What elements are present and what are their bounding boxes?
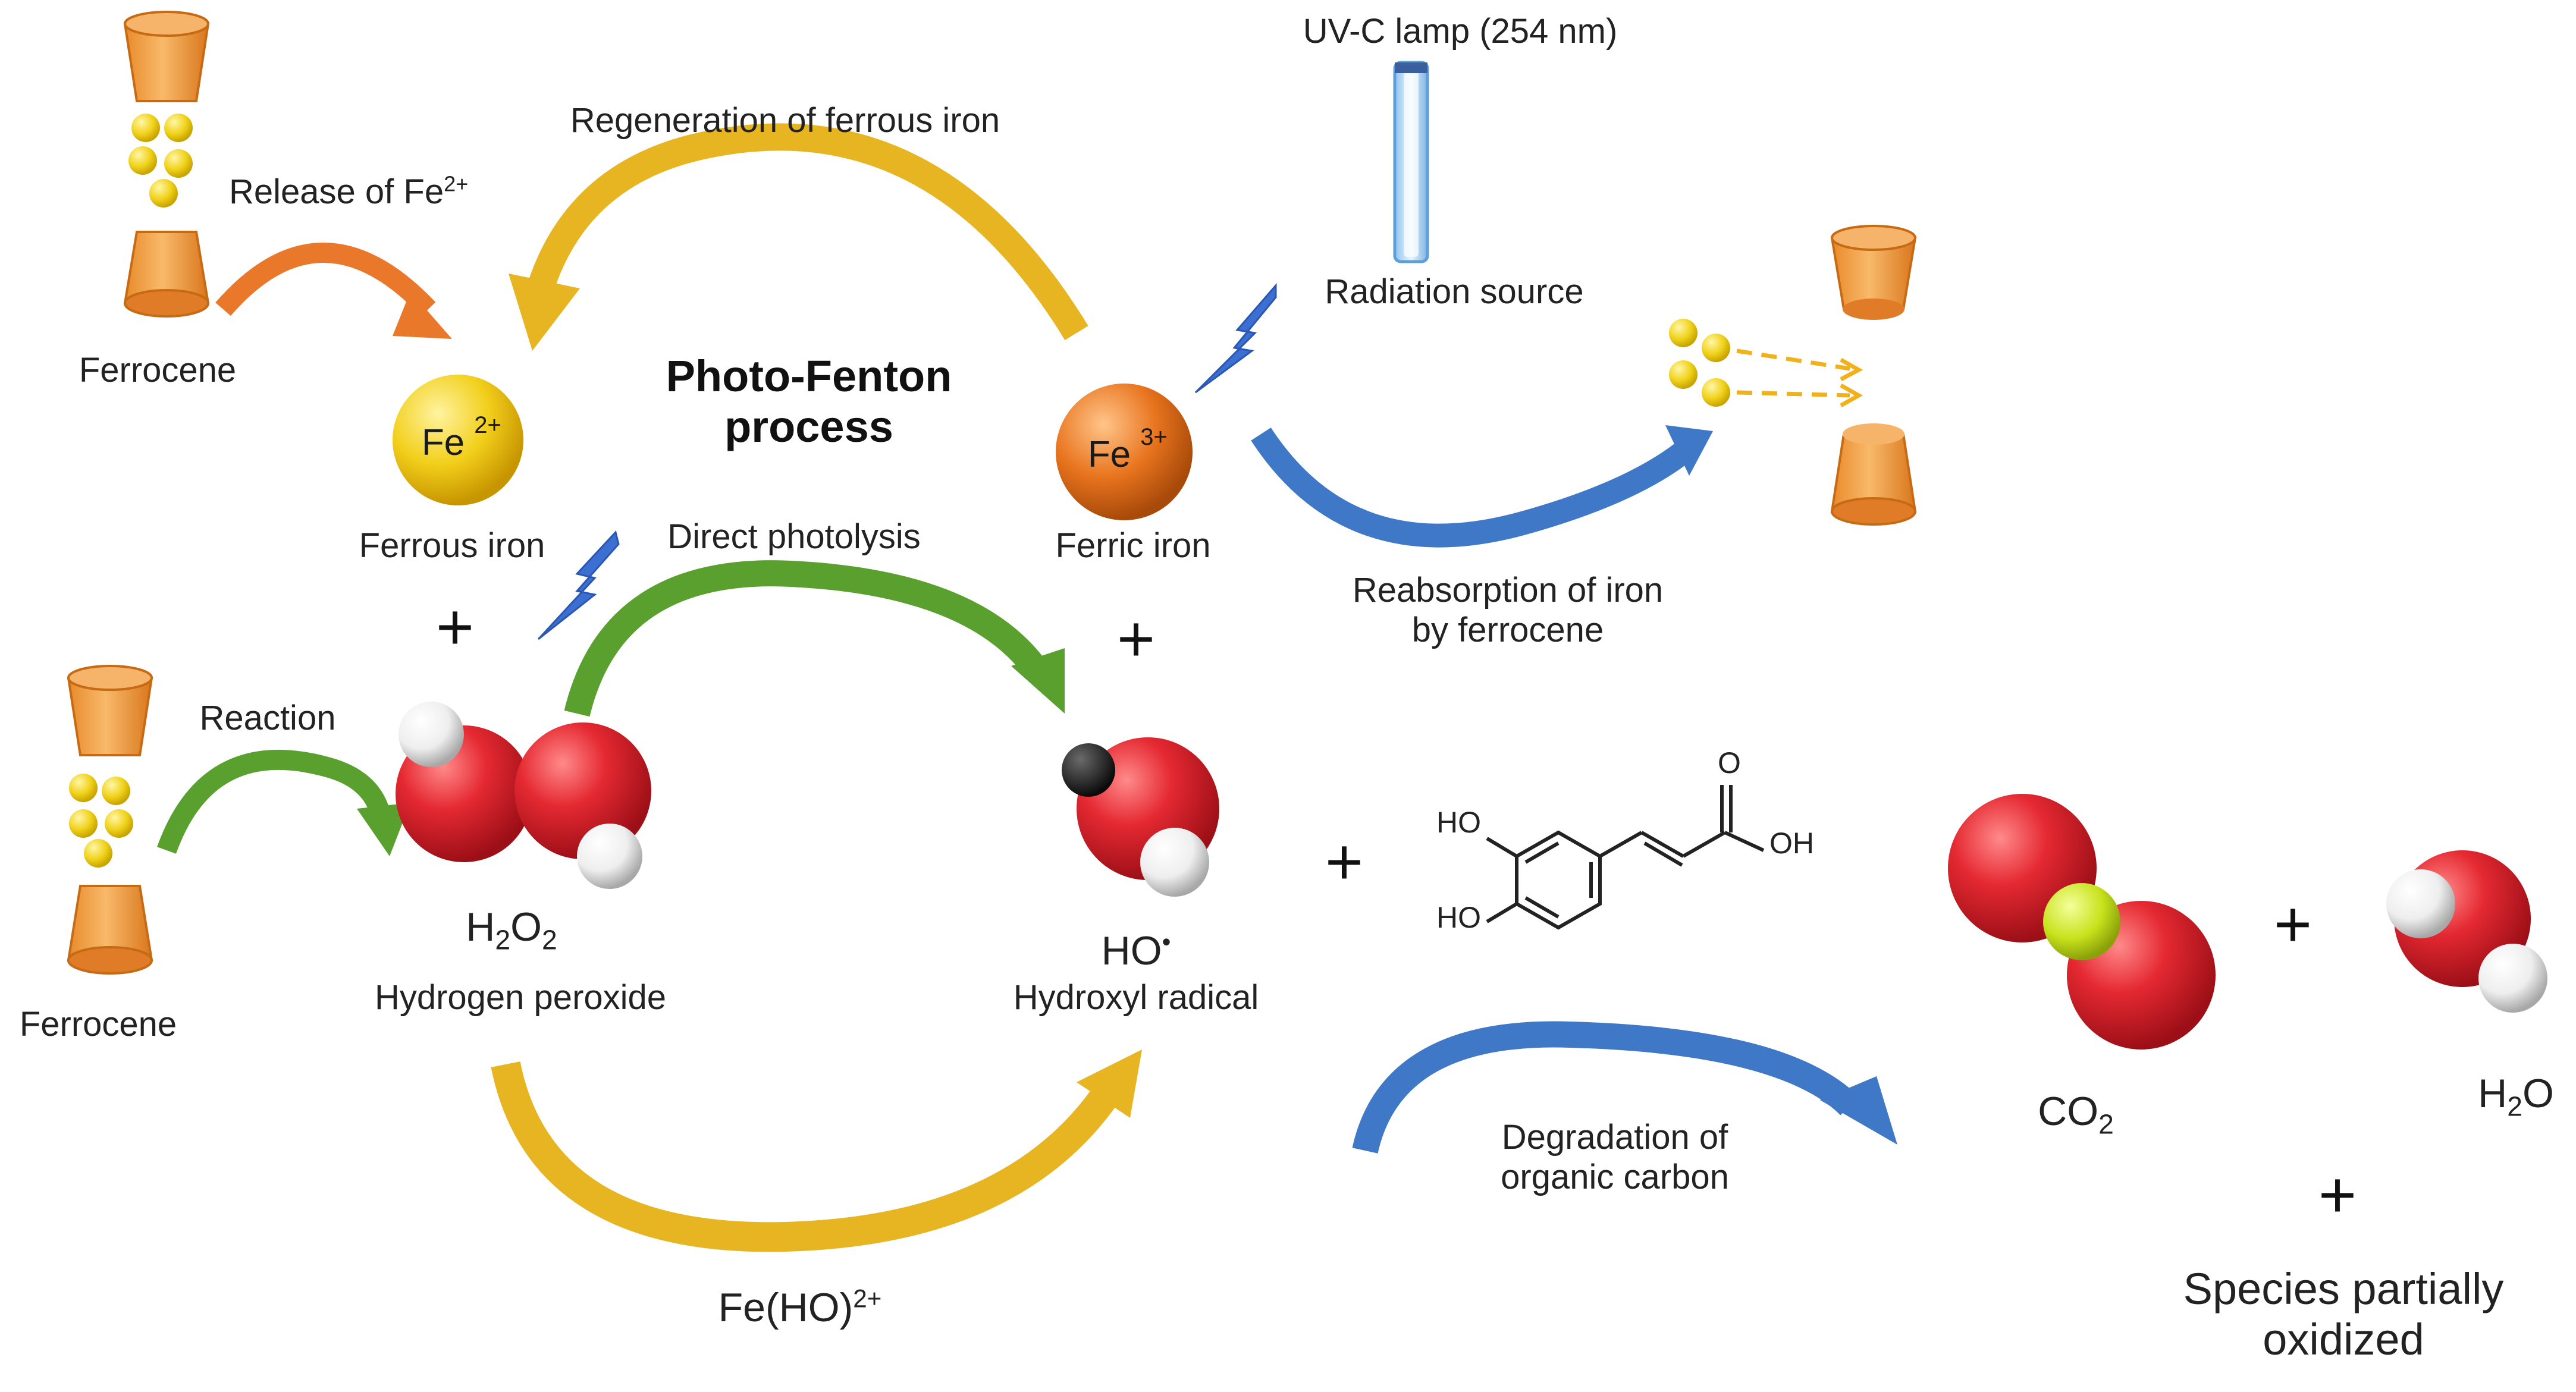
- h2o-h: H: [2478, 1071, 2508, 1116]
- plus-sign-co2: +: [2273, 888, 2313, 961]
- ferric-iron-label: Ferric iron: [1055, 526, 1211, 565]
- fe2-sphere: Fe 2+: [393, 375, 523, 505]
- reaction-label: Reaction: [199, 699, 336, 737]
- lightning-icon-ferric: [1194, 282, 1277, 394]
- degradation-arrow: [1352, 1021, 1897, 1154]
- plus-sign-species: +: [2318, 1158, 2357, 1231]
- radiation-source-label: Radiation source: [1325, 272, 1584, 311]
- uv-lamp-label: UV-C lamp (254 nm): [1303, 12, 1618, 51]
- h2o2-molecule: [396, 702, 651, 889]
- species-line1: Species partially: [2183, 1264, 2504, 1314]
- photolysis-arrow: [564, 560, 1065, 717]
- process-title-line1: Photo-Fenton: [666, 351, 952, 401]
- plus-sign-fe2: +: [435, 590, 475, 664]
- ferrocene-bottom-left: [67, 665, 153, 975]
- fe3-charge: 3+: [1140, 424, 1168, 450]
- caffeic-acid-structure: [1486, 785, 1765, 930]
- release-label-text: Release of Fe: [229, 172, 444, 211]
- hydroxyl-radical-molecule: [1062, 737, 1219, 897]
- hydroxyl-radical-label: Hydroxyl radical: [1013, 978, 1259, 1017]
- reabsorption-line1: Reabsorption of iron: [1352, 571, 1664, 609]
- lightning-icon-photolysis: [537, 530, 620, 640]
- ho-radical-formula: HO•: [1102, 928, 1171, 974]
- fe3-sphere: Fe 3+: [1056, 384, 1193, 520]
- molecule-ho-bottom: HO: [1436, 901, 1481, 934]
- h2o-sub: 2: [2507, 1091, 2522, 1122]
- ho-radical-dot: •: [1162, 928, 1171, 956]
- molecule-ho-top: HO: [1436, 806, 1481, 839]
- reabsorption-label: Reabsorption of iron by ferrocene: [1300, 571, 1716, 650]
- molecule-o: O: [1718, 746, 1741, 780]
- regeneration-arrow: [509, 123, 1088, 351]
- h2o2-sub2: 2: [542, 924, 557, 956]
- co2-molecule: [1948, 794, 2216, 1050]
- feho-charge: 2+: [853, 1284, 882, 1313]
- ferrocene-top-label: Ferrocene: [79, 351, 237, 389]
- degradation-label: Degradation of organic carbon: [1436, 1118, 1793, 1197]
- fe2-label: Fe: [422, 422, 465, 463]
- release-label-charge: 2+: [444, 171, 469, 196]
- co2-sub: 2: [2098, 1108, 2114, 1140]
- release-label: Release of Fe2+: [229, 172, 468, 212]
- reabsorption-line2: by ferrocene: [1411, 610, 1604, 649]
- process-title-line2: process: [724, 402, 893, 452]
- degradation-line2: organic carbon: [1501, 1157, 1729, 1196]
- degradation-line1: Degradation of: [1501, 1118, 1728, 1157]
- fe3-label: Fe: [1088, 434, 1131, 475]
- co2-base: CO: [2038, 1089, 2099, 1134]
- release-arrow: [215, 243, 452, 339]
- ferrocene-right: [1669, 225, 1917, 526]
- plus-sign-radical: +: [1325, 825, 1364, 898]
- uv-lamp-icon: [1393, 61, 1429, 263]
- h2o-molecule: [2386, 850, 2547, 1013]
- co2-formula: CO2: [2038, 1088, 2114, 1138]
- feho-arrow: [491, 1050, 1142, 1252]
- h2o2-o: O: [510, 904, 542, 950]
- ferrous-iron-label: Ferrous iron: [359, 526, 545, 565]
- process-title: Photo-Fenton process: [601, 351, 1017, 452]
- regeneration-label: Regeneration of ferrous iron: [570, 101, 1000, 140]
- direct-photolysis-label: Direct photolysis: [667, 517, 921, 556]
- ho-radical-base: HO: [1101, 928, 1162, 973]
- feho-base: Fe(HO): [718, 1285, 854, 1330]
- plus-sign-fe3: +: [1116, 602, 1156, 675]
- molecule-oh: OH: [1769, 827, 1814, 860]
- h2o-o: O: [2522, 1071, 2554, 1116]
- ferrocene-top-left: [123, 11, 210, 318]
- feho-label: Fe(HO)2+: [718, 1284, 882, 1331]
- h2o2-sub1: 2: [495, 924, 511, 956]
- fe2-charge: 2+: [474, 412, 501, 438]
- ferrocene-bottom-label: Ferrocene: [19, 1005, 177, 1044]
- reabsorption-arrow: [1251, 425, 1713, 548]
- h2o2-h: H: [466, 904, 495, 950]
- species-line2: oxidized: [2263, 1315, 2424, 1365]
- h2o2-formula: H2O2: [466, 904, 557, 954]
- reaction-arrow: [157, 750, 410, 856]
- species-partially-oxidized-label: Species partially oxidized: [2117, 1264, 2569, 1365]
- h2o-formula: H2O: [2478, 1070, 2554, 1120]
- hydrogen-peroxide-label: Hydrogen peroxide: [374, 978, 667, 1017]
